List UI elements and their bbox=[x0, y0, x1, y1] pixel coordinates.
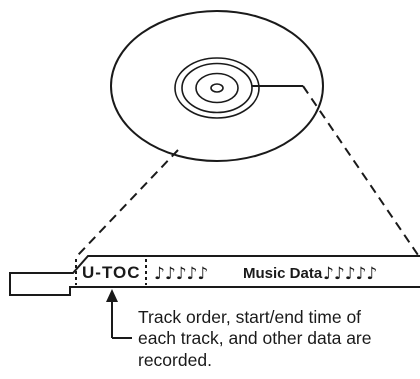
disc-ring-1 bbox=[174, 57, 260, 119]
notes-left: ♪♪♪♪♪ bbox=[154, 264, 208, 284]
caption-line-1: Track order, start/end time of bbox=[138, 307, 361, 327]
disc-center-hole bbox=[210, 83, 224, 93]
utoc-label: U-TOC bbox=[82, 263, 141, 282]
disc-ring-3 bbox=[195, 72, 239, 104]
notes-right: ♪♪♪♪♪ bbox=[323, 264, 377, 284]
disc-cross-section bbox=[9, 255, 420, 296]
disc-ring-2 bbox=[181, 62, 253, 114]
caption-line-2: each track, and other data are bbox=[138, 328, 371, 348]
disc-outer-edge bbox=[110, 10, 324, 162]
zoom-line-left bbox=[77, 149, 179, 256]
caption-line-3: recorded. bbox=[138, 350, 212, 370]
music-data-label: Music Data bbox=[243, 265, 323, 282]
pointer-arrowhead-icon bbox=[106, 289, 118, 302]
zoom-line-right bbox=[302, 85, 419, 256]
